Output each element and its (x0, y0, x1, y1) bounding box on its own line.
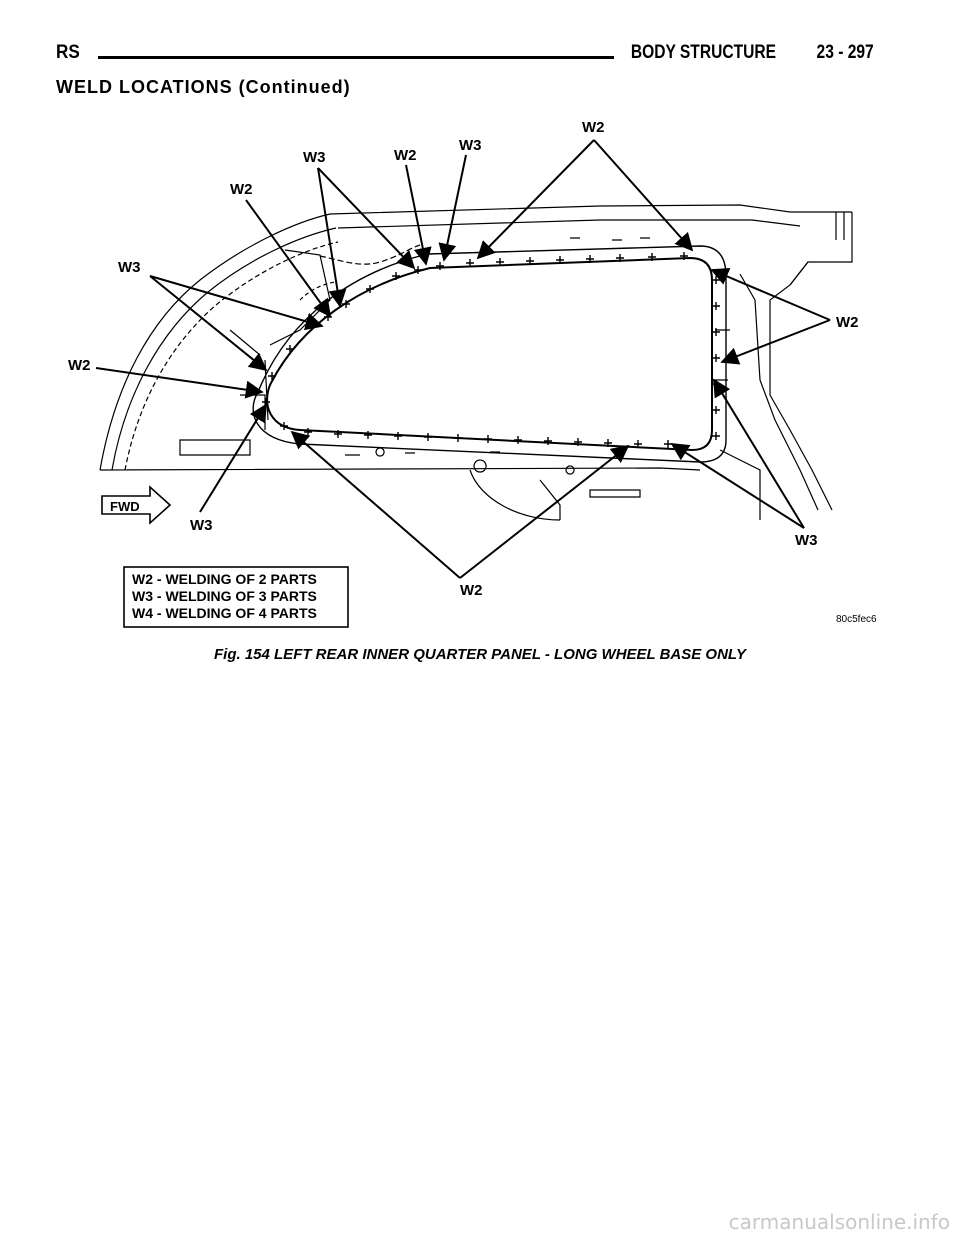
figure-weld-diagram: W2 W3 W2 W3 W2 W3 W2 W2 W3 W2 W3 FWD W2 … (60, 112, 900, 640)
label-w2-top-right: W2 (582, 119, 605, 136)
label-w2-right: W2 (836, 314, 859, 331)
continued-heading: WELD LOCATIONS (Continued) (56, 77, 351, 97)
weld-diagram-svg: W2 W3 W2 W3 W2 W3 W2 W2 W3 W2 W3 FWD W2 … (68, 119, 877, 628)
label-w3-bottom-left: W3 (190, 517, 213, 534)
page-header: RS BODY STRUCTURE 23 - 297 (56, 42, 874, 68)
window-opening (252, 245, 727, 463)
figure-caption: Fig. 154 LEFT REAR INNER QUARTER PANEL -… (214, 646, 746, 663)
legend-line: W2 - WELDING OF 2 PARTS (132, 571, 317, 587)
header-rule (98, 56, 614, 59)
manual-code: RS (56, 42, 80, 63)
figure-code: 80c5fec6 (836, 614, 877, 625)
panel-structure (99, 204, 853, 521)
label-w3-top: W3 (303, 149, 326, 166)
label-w2-bottom: W2 (460, 582, 483, 599)
page-number: 23 - 297 (816, 42, 874, 63)
label-w2-upper-left: W2 (230, 181, 253, 198)
leader-arrows (95, 139, 831, 579)
fwd-arrow: FWD (101, 485, 172, 525)
weld-marks (262, 252, 720, 448)
legend-line: W3 - WELDING OF 3 PARTS (132, 588, 317, 604)
legend-line: W4 - WELDING OF 4 PARTS (132, 605, 317, 621)
label-w3-left: W3 (118, 259, 141, 276)
fwd-label: FWD (110, 499, 140, 514)
label-w2-left: W2 (68, 357, 91, 374)
watermark: carmanualsonline.info (728, 1210, 950, 1234)
label-w3-bottom-right: W3 (795, 532, 818, 549)
weld-legend: W2 - WELDING OF 2 PARTS W3 - WELDING OF … (123, 566, 349, 628)
label-w2-top-mid: W2 (394, 147, 417, 164)
label-w3-upper: W3 (459, 137, 482, 154)
section-title: BODY STRUCTURE (630, 42, 776, 63)
